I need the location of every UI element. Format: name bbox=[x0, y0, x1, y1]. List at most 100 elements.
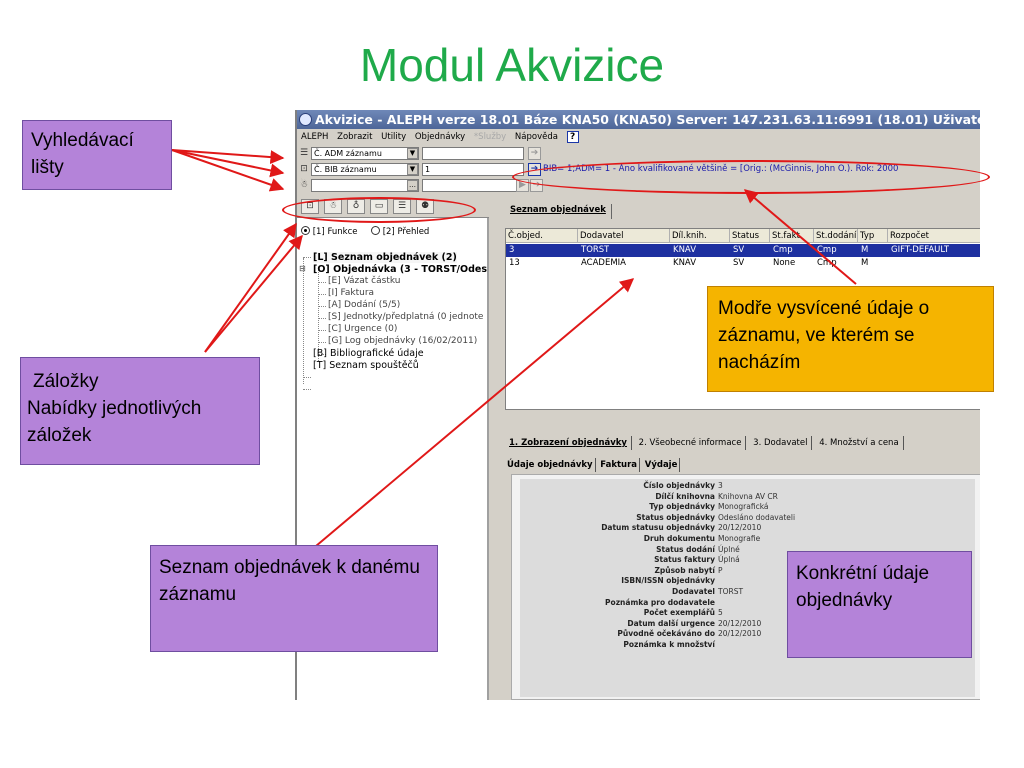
go-arrow-icon[interactable]: ➔ bbox=[528, 147, 541, 160]
detail-label: Status dodání bbox=[656, 544, 715, 554]
tree-item-seznam[interactable]: [L] Seznam objednávek (2) bbox=[313, 252, 457, 263]
search-input[interactable] bbox=[422, 147, 524, 160]
detail-value: 20/12/2010 bbox=[718, 618, 762, 628]
table-cell: KNAV bbox=[673, 258, 697, 268]
tree-item-jednotky[interactable]: [S] Jednotky/předplatná (0 jednote bbox=[328, 312, 484, 322]
tab-vseobecne-informace[interactable]: 2. Všeobecné informace bbox=[635, 436, 747, 450]
search-field-label: Č. ADM záznamu bbox=[314, 149, 382, 158]
table-cell: KNAV bbox=[673, 245, 697, 255]
arrow-to-orders bbox=[315, 278, 635, 547]
callout-order-detail-text: Konkrétní údaje objednávky bbox=[796, 563, 930, 611]
menu-sluzby: *Služby bbox=[473, 132, 507, 142]
tree-item-vazat[interactable]: [E] Vázat částku bbox=[328, 276, 401, 286]
window-title: Akvizice - ALEPH verze 18.01 Báze KNA50 … bbox=[297, 110, 980, 129]
arrow-to-tabs-menu bbox=[204, 234, 303, 353]
callout-search-text: Vyhledávací lišty bbox=[31, 130, 134, 178]
search-bar-patron: ☃ … ▶ ➔ bbox=[297, 178, 980, 193]
detail-label: Status objednávky bbox=[636, 512, 715, 522]
callout-order-list: Seznam objednávek k danému záznamu bbox=[150, 545, 438, 652]
callout-selected-text: Modře vysvícené údaje o záznamu, ve kter… bbox=[718, 298, 930, 373]
table-cell: 13 bbox=[509, 258, 520, 268]
menu-objednavky[interactable]: Objednávky bbox=[414, 132, 466, 142]
detail-label: Datum statusu objednávky bbox=[601, 523, 715, 533]
column-header[interactable]: Status bbox=[730, 229, 770, 243]
search-input[interactable]: 1 bbox=[422, 163, 524, 176]
tree-item-spoustece[interactable]: [T] Seznam spouštěčů bbox=[313, 360, 419, 371]
tab-dodavatel[interactable]: 3. Dodavatel bbox=[749, 436, 813, 450]
subtab-faktura[interactable]: Faktura bbox=[598, 458, 641, 472]
table-cell: SV bbox=[733, 245, 745, 255]
tree-item-bib[interactable]: [B] Bibliografické údaje bbox=[313, 348, 424, 359]
detail-label: Poznámka pro dodavatele bbox=[605, 597, 715, 607]
table-row[interactable]: 13 ACADEMIA KNAV SV None Cmp M bbox=[506, 257, 980, 270]
detail-label: Status faktury bbox=[654, 555, 715, 565]
subtab-vydaje[interactable]: Výdaje bbox=[643, 458, 681, 472]
subtab-udaje[interactable]: Údaje objednávky bbox=[505, 458, 596, 472]
slide-title: Modul Akvizice bbox=[359, 39, 665, 91]
column-header[interactable]: Rozpočet bbox=[888, 229, 980, 243]
radio-prehled[interactable] bbox=[371, 226, 380, 235]
collapse-icon[interactable]: ⊟ bbox=[299, 264, 306, 273]
search-field-select[interactable] bbox=[311, 179, 419, 192]
search-field-select[interactable]: Č. BIB záznamu bbox=[311, 163, 419, 176]
column-header[interactable]: Dodavatel bbox=[578, 229, 670, 243]
table-cell: GIFT-DEFAULT bbox=[891, 245, 950, 255]
tab-seznam-objednavek[interactable]: Seznam objednávek bbox=[505, 204, 612, 219]
highlight-oval-tabs bbox=[282, 197, 476, 223]
detail-value: Úplná bbox=[718, 555, 740, 565]
detail-value: 20/12/2010 bbox=[718, 629, 762, 639]
chevron-down-icon[interactable]: ▼ bbox=[407, 148, 418, 159]
table-cell: Cmp bbox=[817, 245, 837, 255]
tree-item-dodani[interactable]: [A] Dodání (5/5) bbox=[328, 300, 401, 310]
table-cell: ACADEMIA bbox=[581, 258, 626, 268]
tab-mnozstvi-a-cena[interactable]: 4. Množství a cena bbox=[815, 436, 904, 450]
radio-funkce-label: [1] Funkce bbox=[312, 227, 358, 237]
menu-utility[interactable]: Utility bbox=[381, 132, 407, 142]
chevron-down-icon[interactable]: ▼ bbox=[407, 164, 418, 175]
detail-value: Monografie bbox=[718, 534, 761, 543]
search-field-label: Č. BIB záznamu bbox=[314, 165, 377, 174]
menu-napoveda[interactable]: Nápověda bbox=[514, 132, 558, 142]
detail-tabs: 1. Zobrazení objednávky 2. Všeobecné inf… bbox=[505, 436, 904, 450]
tree-item-objednavka[interactable]: [O] Objednávka (3 - TORST/Odes bbox=[313, 264, 487, 275]
radio-funkce[interactable] bbox=[301, 226, 310, 235]
column-header[interactable]: St.dodání bbox=[814, 229, 858, 243]
table-cell: M bbox=[861, 258, 869, 268]
tab-zobrazeni-objednavky[interactable]: 1. Zobrazení objednávky bbox=[505, 436, 632, 450]
column-header[interactable]: Č.objed. bbox=[506, 229, 578, 243]
help-icon[interactable]: ? bbox=[566, 130, 579, 143]
menu-zobrazit[interactable]: Zobrazit bbox=[337, 132, 373, 142]
tree-item-faktura[interactable]: [I] Faktura bbox=[328, 288, 375, 298]
table-row[interactable]: 3 TORST KNAV SV Cmp Cmp M GIFT-DEFAULT bbox=[506, 244, 980, 257]
search-field-select[interactable]: Č. ADM záznamu bbox=[311, 147, 419, 160]
detail-value: 20/12/2010 bbox=[718, 523, 762, 533]
adm-icon: ☰ bbox=[299, 148, 309, 158]
menu-bar: ALEPH Zobrazit Utility Objednávky *Služb… bbox=[297, 130, 980, 145]
ellipsis-icon[interactable]: … bbox=[407, 180, 418, 191]
arrow-to-search-2 bbox=[171, 149, 285, 178]
detail-value: TORST bbox=[718, 587, 744, 596]
detail-label: Datum další urgence bbox=[627, 618, 715, 628]
radio-prehled-label: [2] Přehled bbox=[382, 227, 430, 237]
callout-order-detail: Konkrétní údaje objednávky bbox=[787, 551, 972, 658]
view-switch: [1] Funkce [2] Přehled bbox=[301, 226, 429, 237]
detail-row: Poznámka k množství bbox=[512, 640, 980, 650]
menu-aleph[interactable]: ALEPH bbox=[301, 132, 329, 142]
tree-item-log[interactable]: [G] Log objednávky (16/02/2011) bbox=[328, 336, 478, 346]
callout-tabs: Záložky Nabídky jednotlivých záložek bbox=[20, 357, 260, 465]
table-cell: M bbox=[861, 245, 869, 255]
tree-item-urgence[interactable]: [C] Urgence (0) bbox=[328, 324, 398, 334]
arrow-to-search-1 bbox=[171, 149, 285, 165]
detail-label: Dílčí knihovna bbox=[655, 491, 715, 501]
column-header[interactable]: Typ bbox=[858, 229, 888, 243]
column-header[interactable]: Díl.knih. bbox=[670, 229, 730, 243]
